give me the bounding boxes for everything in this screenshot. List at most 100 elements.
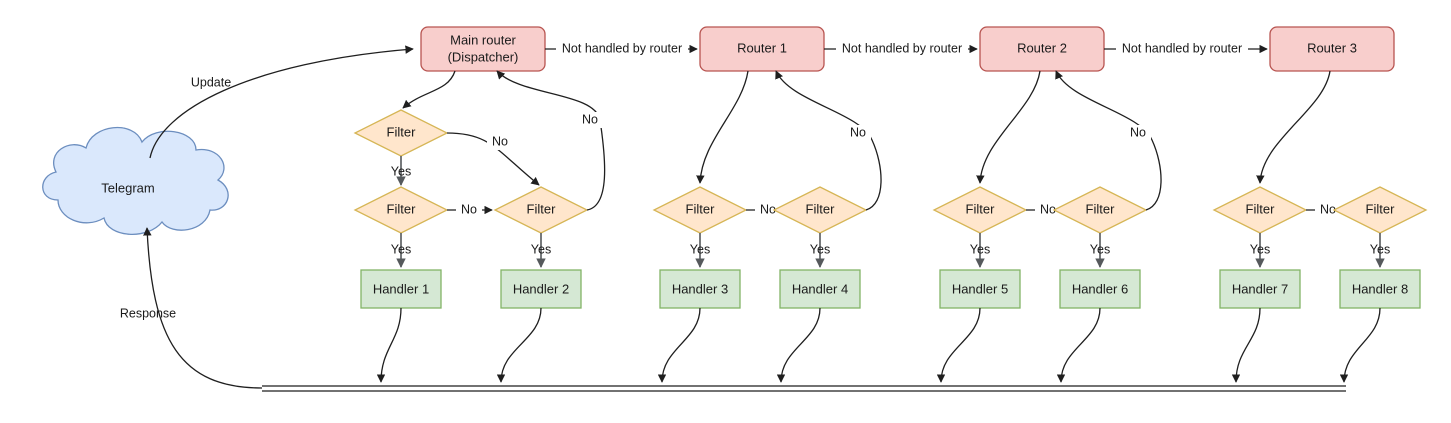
edge-handler4-to-bus	[776, 307, 821, 383]
edge-label-update: Update	[191, 75, 231, 89]
edge-label-not-handled-3: Not handled by router	[1122, 41, 1242, 55]
node-handler-3[interactable]: Handler 3	[659, 269, 741, 309]
node-filter-7[interactable]: Filter	[1052, 186, 1148, 234]
edge-label-response: Response	[120, 306, 176, 320]
edge-update	[149, 45, 414, 159]
node-filter-1[interactable]: Filter	[353, 109, 449, 157]
edge-label-yes-2: Yes	[391, 242, 411, 256]
edge-router3-to-filter8	[1256, 70, 1331, 184]
main-router-label-line2: (Dispatcher)	[448, 49, 519, 64]
edge-label-no-r1-pair: No	[760, 202, 776, 216]
handler-3-label: Handler 3	[672, 281, 728, 296]
edge-handler7-to-bus	[1231, 307, 1261, 383]
edge-label-no-main-pair: No	[461, 202, 477, 216]
router-3-box	[1269, 26, 1395, 72]
node-main-router[interactable]: Main router (Dispatcher)	[420, 26, 546, 72]
edge-label-yes-6: Yes	[970, 242, 990, 256]
telegram-label: Telegram	[101, 180, 154, 195]
node-router-1[interactable]: Router 1	[699, 26, 825, 72]
cloud-shape	[42, 127, 229, 235]
edge-label-bg-no-r1-pair	[755, 202, 781, 218]
filter-4-label: Filter	[686, 201, 716, 216]
edge-label-bg-1	[556, 40, 688, 58]
router-3-label: Router 3	[1307, 40, 1357, 55]
edge-handler5-to-bus	[936, 307, 981, 383]
node-filter-8[interactable]: Filter	[1212, 186, 1308, 234]
filter-8-label: Filter	[1246, 201, 1276, 216]
handler-8-box	[1339, 269, 1421, 309]
edge-label-bg-no-r2-top	[1125, 125, 1151, 141]
edge-label-not-handled-2: Not handled by router	[842, 41, 962, 55]
edge-label-yes-8: Yes	[1250, 242, 1270, 256]
edge-label-no-main-top: No	[582, 112, 598, 126]
node-filter-2[interactable]: Filter	[353, 186, 449, 234]
main-router-label-line1: Main router	[450, 32, 516, 47]
edge-label-no-r1-top: No	[850, 125, 866, 139]
edge-label-not-handled-1: Not handled by router	[562, 41, 682, 55]
edge-filter3-no-back	[496, 70, 606, 211]
node-router-3[interactable]: Router 3	[1269, 26, 1395, 72]
handler-8-label: Handler 8	[1352, 281, 1408, 296]
handler-4-box	[779, 269, 861, 309]
node-filter-3[interactable]: Filter	[493, 186, 589, 234]
edge-label-bg-3	[1116, 40, 1248, 58]
edge-handler1-to-bus	[376, 307, 402, 383]
edge-router1-to-filter4	[696, 70, 749, 184]
edge-label-bg-no-main-pair	[456, 202, 482, 218]
handler-7-label: Handler 7	[1232, 281, 1288, 296]
edge-filter7-no-back	[1055, 70, 1162, 211]
handler-5-box	[939, 269, 1021, 309]
filter-7-label: Filter	[1086, 201, 1116, 216]
edge-handler2-to-bus	[496, 307, 542, 383]
handler-1-box	[360, 269, 442, 309]
edge-label-no-r3-pair: No	[1320, 202, 1336, 216]
edge-router2-to-filter6	[976, 70, 1041, 184]
edge-label-no-main-mid: No	[492, 134, 508, 148]
edge-label-bg-no-r2-pair	[1035, 202, 1061, 218]
edge-label-bg-2	[836, 40, 968, 58]
filter-9-label: Filter	[1366, 201, 1396, 216]
node-filter-5[interactable]: Filter	[772, 186, 868, 234]
filter-2-label: Filter	[387, 201, 417, 216]
edge-label-yes-7: Yes	[1090, 242, 1110, 256]
edge-label-yes-3: Yes	[531, 242, 551, 256]
filter-5-label: Filter	[806, 201, 836, 216]
response-bus	[262, 385, 1346, 392]
handler-6-box	[1059, 269, 1141, 309]
handler-2-label: Handler 2	[513, 281, 569, 296]
node-handler-6[interactable]: Handler 6	[1059, 269, 1141, 309]
edge-label-bg-no-main-top	[577, 112, 603, 128]
node-filter-6[interactable]: Filter	[932, 186, 1028, 234]
handler-5-label: Handler 5	[952, 281, 1008, 296]
edge-label-yes-4: Yes	[690, 242, 710, 256]
edge-label-bg-no-main-mid	[487, 134, 513, 150]
edge-label-bg-no-r1-top	[845, 125, 871, 141]
edge-label-bg-no-r3-pair	[1315, 202, 1341, 218]
node-filter-4[interactable]: Filter	[652, 186, 748, 234]
node-handler-5[interactable]: Handler 5	[939, 269, 1021, 309]
node-handler-2[interactable]: Handler 2	[500, 269, 582, 309]
telegram-cloud-node[interactable]: Telegram	[42, 127, 229, 235]
filter-6-label: Filter	[966, 201, 996, 216]
handler-6-label: Handler 6	[1072, 281, 1128, 296]
filter-3-label: Filter	[527, 201, 557, 216]
edge-label-no-r2-top: No	[1130, 125, 1146, 139]
handler-1-label: Handler 1	[373, 281, 429, 296]
edge-label-yes-9: Yes	[1370, 242, 1390, 256]
edge-handler3-to-bus	[657, 307, 701, 383]
edge-label-yes-1: Yes	[391, 164, 411, 178]
router-2-label: Router 2	[1017, 40, 1067, 55]
router-1-label: Router 1	[737, 40, 787, 55]
node-router-2[interactable]: Router 2	[979, 26, 1105, 72]
node-filter-9[interactable]: Filter	[1332, 186, 1428, 234]
edge-label-yes-5: Yes	[810, 242, 830, 256]
edge-handler8-to-bus	[1339, 307, 1381, 383]
node-handler-8[interactable]: Handler 8	[1339, 269, 1421, 309]
node-handler-1[interactable]: Handler 1	[360, 269, 442, 309]
node-handler-4[interactable]: Handler 4	[779, 269, 861, 309]
node-handler-7[interactable]: Handler 7	[1219, 269, 1301, 309]
edge-response	[143, 227, 263, 389]
edge-handler6-to-bus	[1056, 307, 1101, 383]
